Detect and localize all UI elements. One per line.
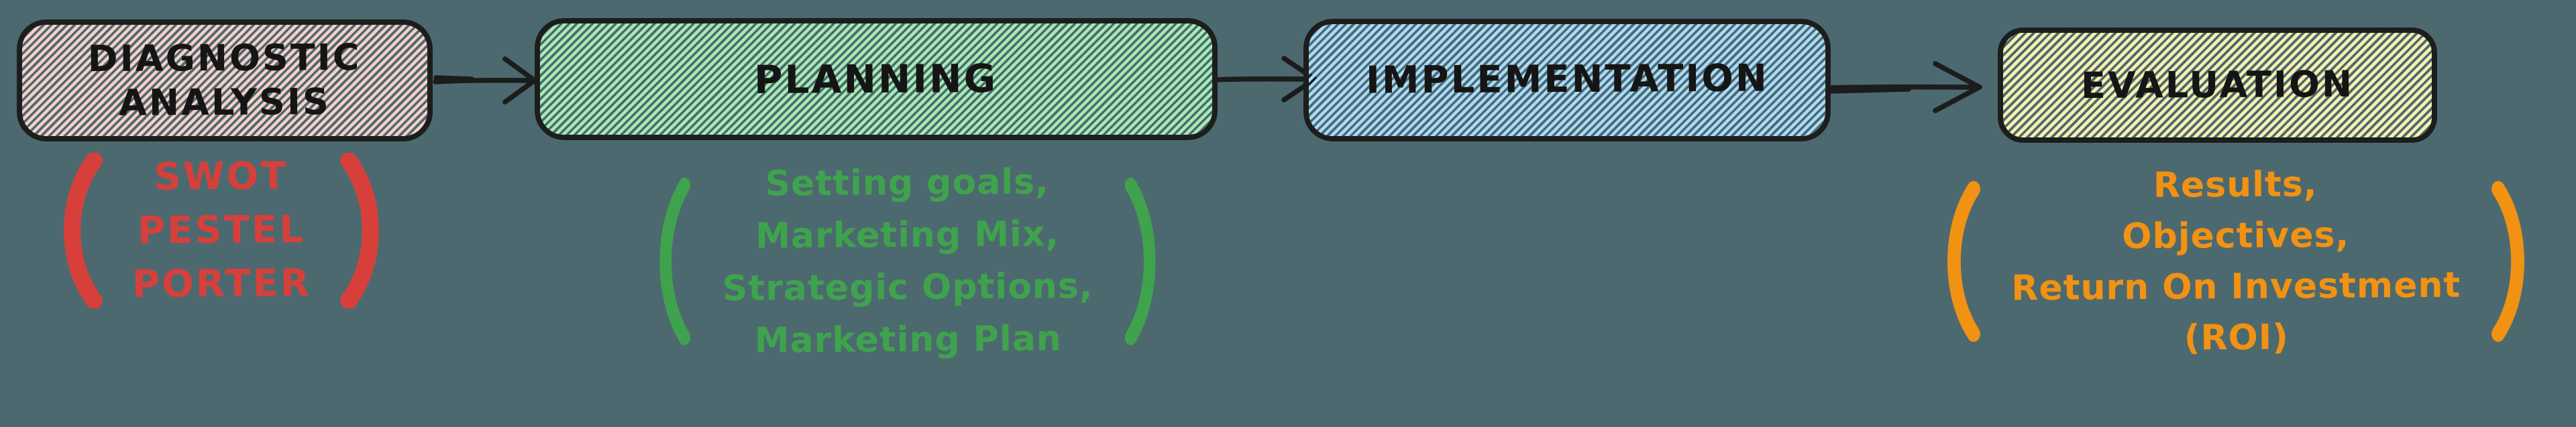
annotation-line: (ROI) [2184, 317, 2290, 359]
flow-arrow-implementation-to-evaluation [1828, 61, 1982, 113]
stage-label-line: IMPLEMENTATION [1365, 56, 1769, 103]
annotation-diagnostic-tools: SWOT PESTEL PORTER [55, 150, 388, 311]
annotation-line: Setting goals, [765, 162, 1049, 204]
open-paren-icon [659, 178, 691, 345]
annotation-planning-items: Setting goals, Marketing Mix, Strategic … [651, 157, 1165, 366]
annotation-line: Marketing Plan [754, 318, 1063, 361]
stage-label-line: DIAGNOSTIC [87, 36, 362, 80]
close-paren-icon [340, 153, 379, 308]
stage-label-line: PLANNING [754, 55, 998, 103]
annotation-line: PORTER [131, 261, 312, 306]
open-paren-icon [64, 153, 103, 308]
annotation-evaluation-lines: Results, Objectives, Return On Investmen… [1982, 158, 2489, 365]
annotation-line: Marketing Mix, [755, 214, 1060, 257]
annotation-line: Return On Investment [2011, 265, 2461, 309]
stage-diagnostic-analysis-label: DIAGNOSTIC ANALYSIS [88, 36, 362, 125]
open-paren-icon [1947, 181, 1980, 342]
annotation-diagnostic-lines: SWOT PESTEL PORTER [104, 149, 339, 312]
stage-evaluation: EVALUATION [1998, 27, 2437, 143]
annotation-line: PESTEL [137, 208, 306, 253]
stage-planning-label: PLANNING [754, 55, 998, 104]
stage-label-line: EVALUATION [2080, 62, 2355, 107]
annotation-evaluation-metrics: Results, Objectives, Return On Investmen… [1939, 160, 2533, 363]
annotation-line: Strategic Options, [722, 266, 1093, 309]
close-paren-icon [1124, 178, 1156, 345]
annotation-line: Objectives, [2122, 215, 2350, 257]
annotation-line: Results, [2153, 164, 2318, 206]
stage-implementation: IMPLEMENTATION [1303, 19, 1831, 141]
close-paren-icon [2491, 181, 2524, 342]
stage-evaluation-label: EVALUATION [2081, 62, 2354, 108]
stage-diagnostic-analysis: DIAGNOSTIC ANALYSIS [17, 19, 433, 141]
stage-implementation-label: IMPLEMENTATION [1365, 56, 1768, 104]
annotation-line: SWOT [154, 154, 288, 199]
stage-planning: PLANNING [535, 18, 1218, 140]
annotation-planning-lines: Setting goals, Marketing Mix, Strategic … [693, 156, 1122, 367]
flow-arrow-diagnostic-to-planning [433, 56, 537, 105]
stage-label-line: ANALYSIS [119, 80, 331, 124]
